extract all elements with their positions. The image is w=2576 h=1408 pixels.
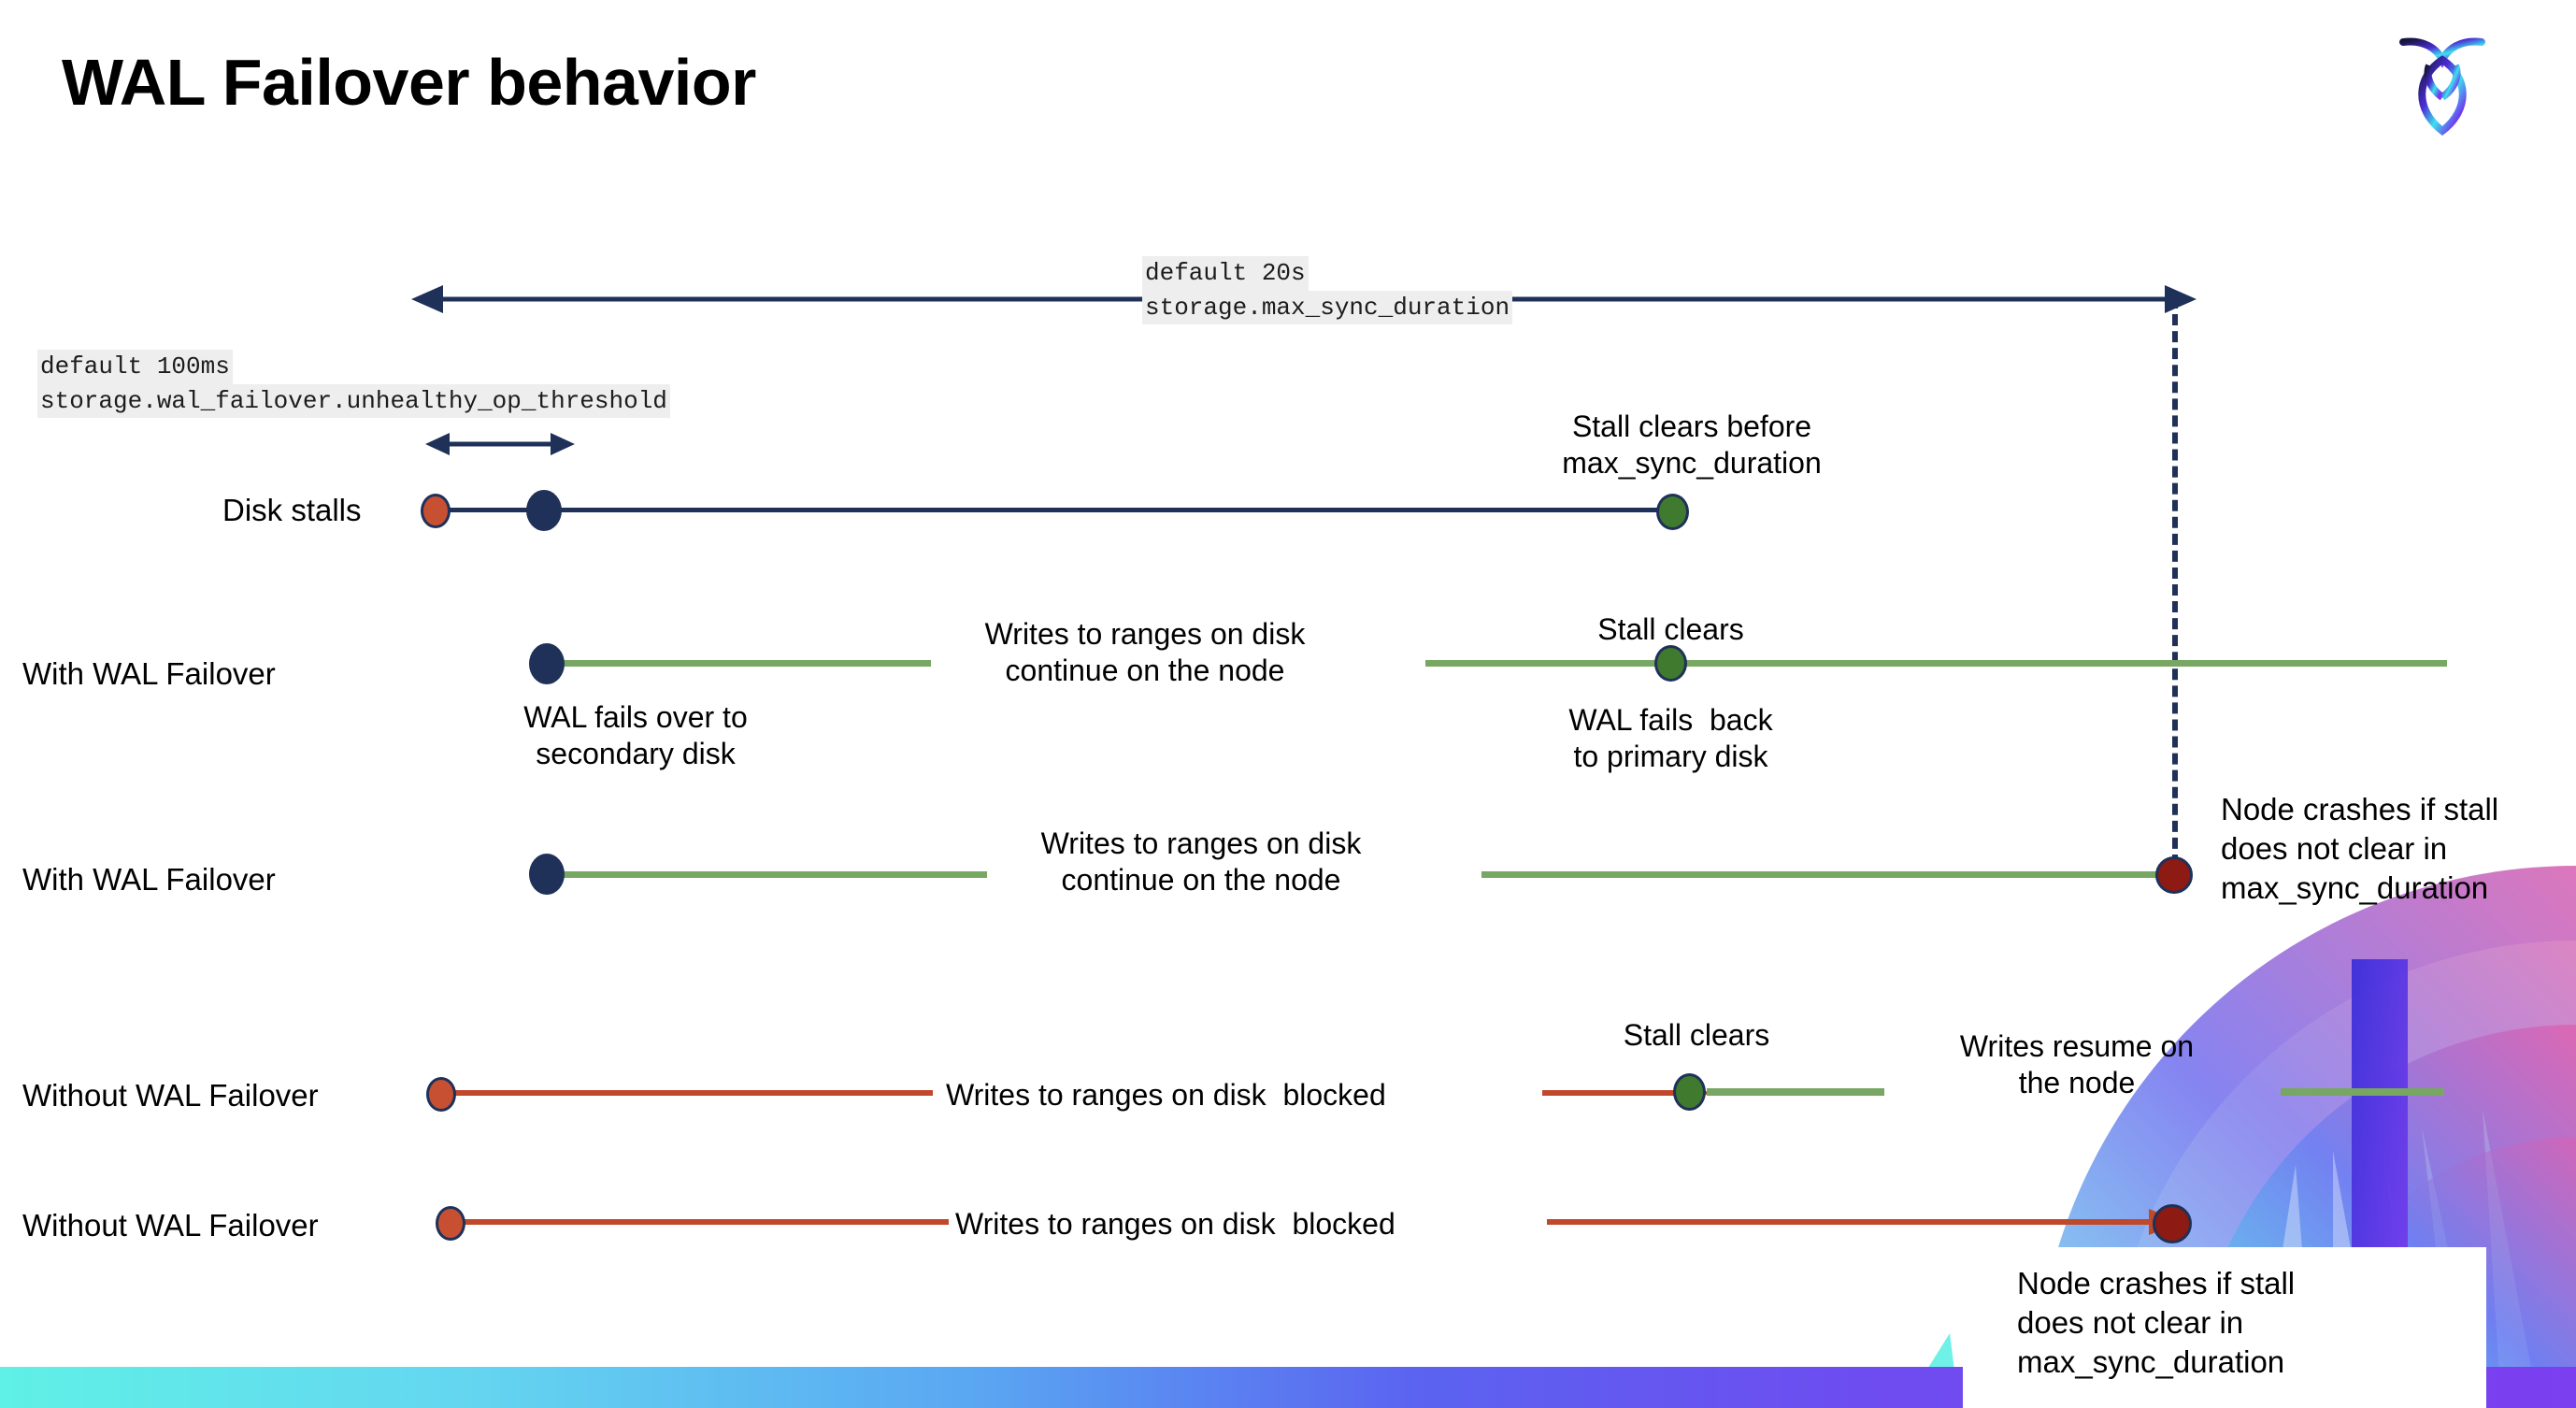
- row-label-with-wal-failover-2: With WAL Failover: [22, 862, 276, 897]
- without-failover-2-blocked-arrow: [1547, 1209, 2182, 1235]
- max-sync-setting-name: storage.max_sync_duration: [1142, 290, 1513, 325]
- with-failover-2-failover-dot: [529, 854, 565, 895]
- note-writes-blocked-2: Writes to ranges on disk blocked: [955, 1207, 1395, 1241]
- row-label-with-wal-failover-1: With WAL Failover: [22, 656, 276, 691]
- with-failover-1-failover-dot: [529, 643, 565, 684]
- note-node-crashes-2: Node crashes if stall does not clear in …: [2017, 1266, 2296, 1380]
- unhealthy-op-threshold-setting-label: default 100ms storage.wal_failover.unhea…: [37, 350, 670, 419]
- without-failover-1-resume-line-2: [2281, 1088, 2444, 1096]
- cockroach-labs-logo-icon: [2399, 37, 2485, 136]
- page-title: WAL Failover behavior: [62, 46, 756, 119]
- disk-stall-clear-dot: [1656, 494, 1689, 530]
- without-failover-2-node-crash-dot: [2153, 1204, 2192, 1243]
- without-failover-1-stall-clear-dot: [1673, 1073, 1706, 1111]
- unhealthy-op-setting-name: storage.wal_failover.unhealthy_op_thresh…: [37, 383, 670, 419]
- without-failover-2-stall-start-dot: [436, 1206, 465, 1241]
- note-writes-continue-2: Writes to ranges on disk continue on the…: [1040, 826, 1362, 898]
- max-sync-default-value: default 20s: [1142, 256, 1309, 291]
- with-failover-2-timeline-right: [1481, 871, 2187, 878]
- note-writes-continue-1: Writes to ranges on disk continue on the…: [984, 617, 1306, 688]
- with-failover-2-timeline-left: [550, 871, 987, 878]
- row-label-without-wal-failover-1: Without WAL Failover: [22, 1078, 319, 1113]
- disk-stall-start-dot: [421, 494, 451, 528]
- unhealthy-op-default-value: default 100ms: [37, 350, 233, 384]
- note-node-crashes-1: Node crashes if stall does not clear in …: [2221, 792, 2499, 906]
- with-failover-1-timeline-left: [548, 660, 931, 667]
- max-sync-duration-guide-line: [2172, 297, 2178, 883]
- without-failover-1-resume-line: [1707, 1088, 1884, 1096]
- annotation-stall-clears-before-max-sync: Stall clears before max_sync_duration: [1562, 409, 1822, 481]
- note-stall-clears-1: Stall clears: [1597, 612, 1744, 646]
- note-writes-resume-on-node: Writes resume on the node: [1959, 1029, 2195, 1100]
- with-failover-1-timeline-right: [1425, 660, 2447, 667]
- note-wal-fails-back-to-primary: WAL fails back to primary disk: [1568, 703, 1773, 774]
- with-failover-1-stall-clear-dot: [1654, 645, 1687, 682]
- row-label-without-wal-failover-2: Without WAL Failover: [22, 1208, 319, 1243]
- crash-note-backdrop: [1963, 1247, 2486, 1408]
- row-label-disk-stalls: Disk stalls: [222, 493, 362, 527]
- wal-failover-trigger-dot: [526, 490, 562, 531]
- note-writes-blocked-1: Writes to ranges on disk blocked: [946, 1078, 1386, 1112]
- with-failover-2-node-crash-dot: [2155, 856, 2193, 894]
- note-wal-fails-over-to-secondary: WAL fails over to secondary disk: [523, 700, 748, 771]
- without-failover-1-blocked-line: [447, 1090, 933, 1096]
- without-failover-2-blocked-line-left: [458, 1219, 949, 1225]
- note-stall-clears-2: Stall clears: [1623, 1018, 1770, 1052]
- unhealthy-op-threshold-span-arrow: [425, 433, 575, 455]
- disk-stall-timeline: [436, 508, 1679, 512]
- without-failover-1-stall-start-dot: [426, 1077, 456, 1112]
- max-sync-duration-setting-label: default 20s storage.max_sync_duration: [1142, 256, 1513, 325]
